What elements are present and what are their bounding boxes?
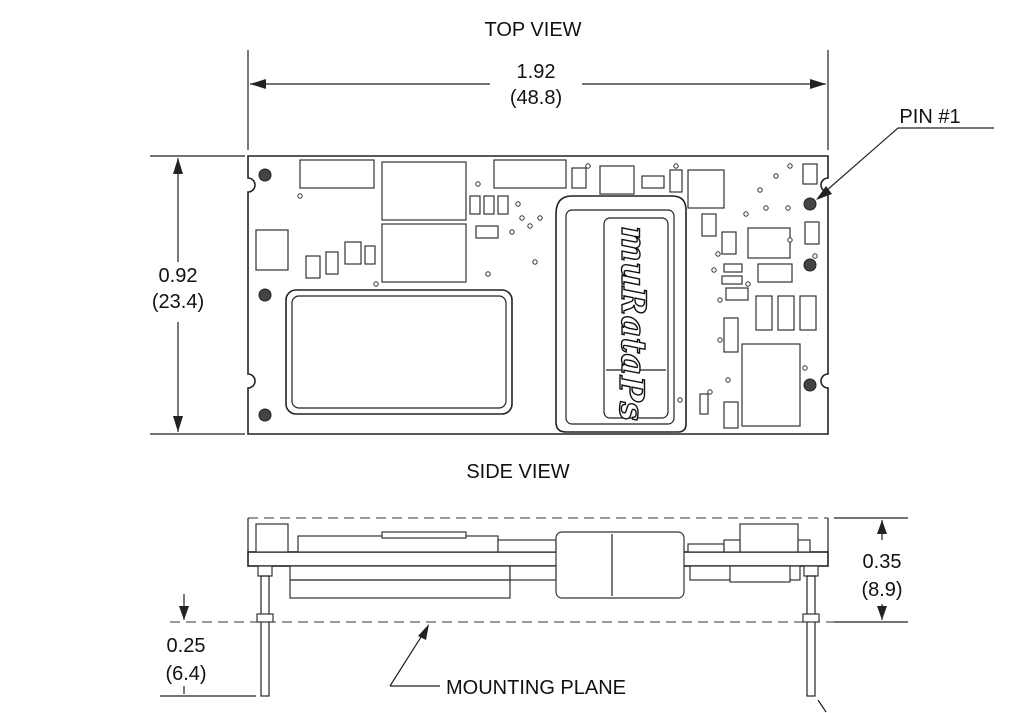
height-inches: 0.92 bbox=[159, 265, 198, 287]
side-view-drawing bbox=[170, 517, 900, 697]
pin-length-mm: (6.4) bbox=[165, 663, 206, 685]
mounting-plane-callout: MOUNTING PLANE bbox=[389, 624, 827, 713]
pcb-components bbox=[255, 159, 820, 433]
side-view-title: SIDE VIEW bbox=[466, 461, 569, 483]
side-height-mm: (8.9) bbox=[861, 579, 902, 601]
pin1-label: PIN #1 bbox=[899, 106, 960, 128]
width-mm: (48.8) bbox=[510, 87, 562, 109]
pcb-vias bbox=[297, 163, 818, 403]
side-height-dimension: 0.35 (8.9) bbox=[834, 517, 908, 623]
pin-length-dimension: 0.25 (6.4) bbox=[160, 594, 256, 697]
side-height-inches: 0.35 bbox=[863, 551, 902, 573]
width-dimension: 1.92 (48.8) bbox=[247, 50, 829, 150]
murata-logo: muRata bbox=[613, 226, 653, 376]
mounting-plane-label: MOUNTING PLANE bbox=[446, 677, 626, 699]
width-inches: 1.92 bbox=[517, 61, 556, 83]
pin1-callout: PIN #1 bbox=[816, 106, 994, 200]
height-dimension: 0.92 (23.4) bbox=[150, 155, 245, 435]
pcb-outline bbox=[247, 155, 829, 435]
pin-holes bbox=[258, 168, 817, 422]
ps-logo-mark: Ps bbox=[611, 375, 651, 421]
pin-length-inches: 0.25 bbox=[167, 635, 206, 657]
height-mm: (23.4) bbox=[152, 291, 204, 313]
top-view-title: TOP VIEW bbox=[484, 19, 581, 41]
